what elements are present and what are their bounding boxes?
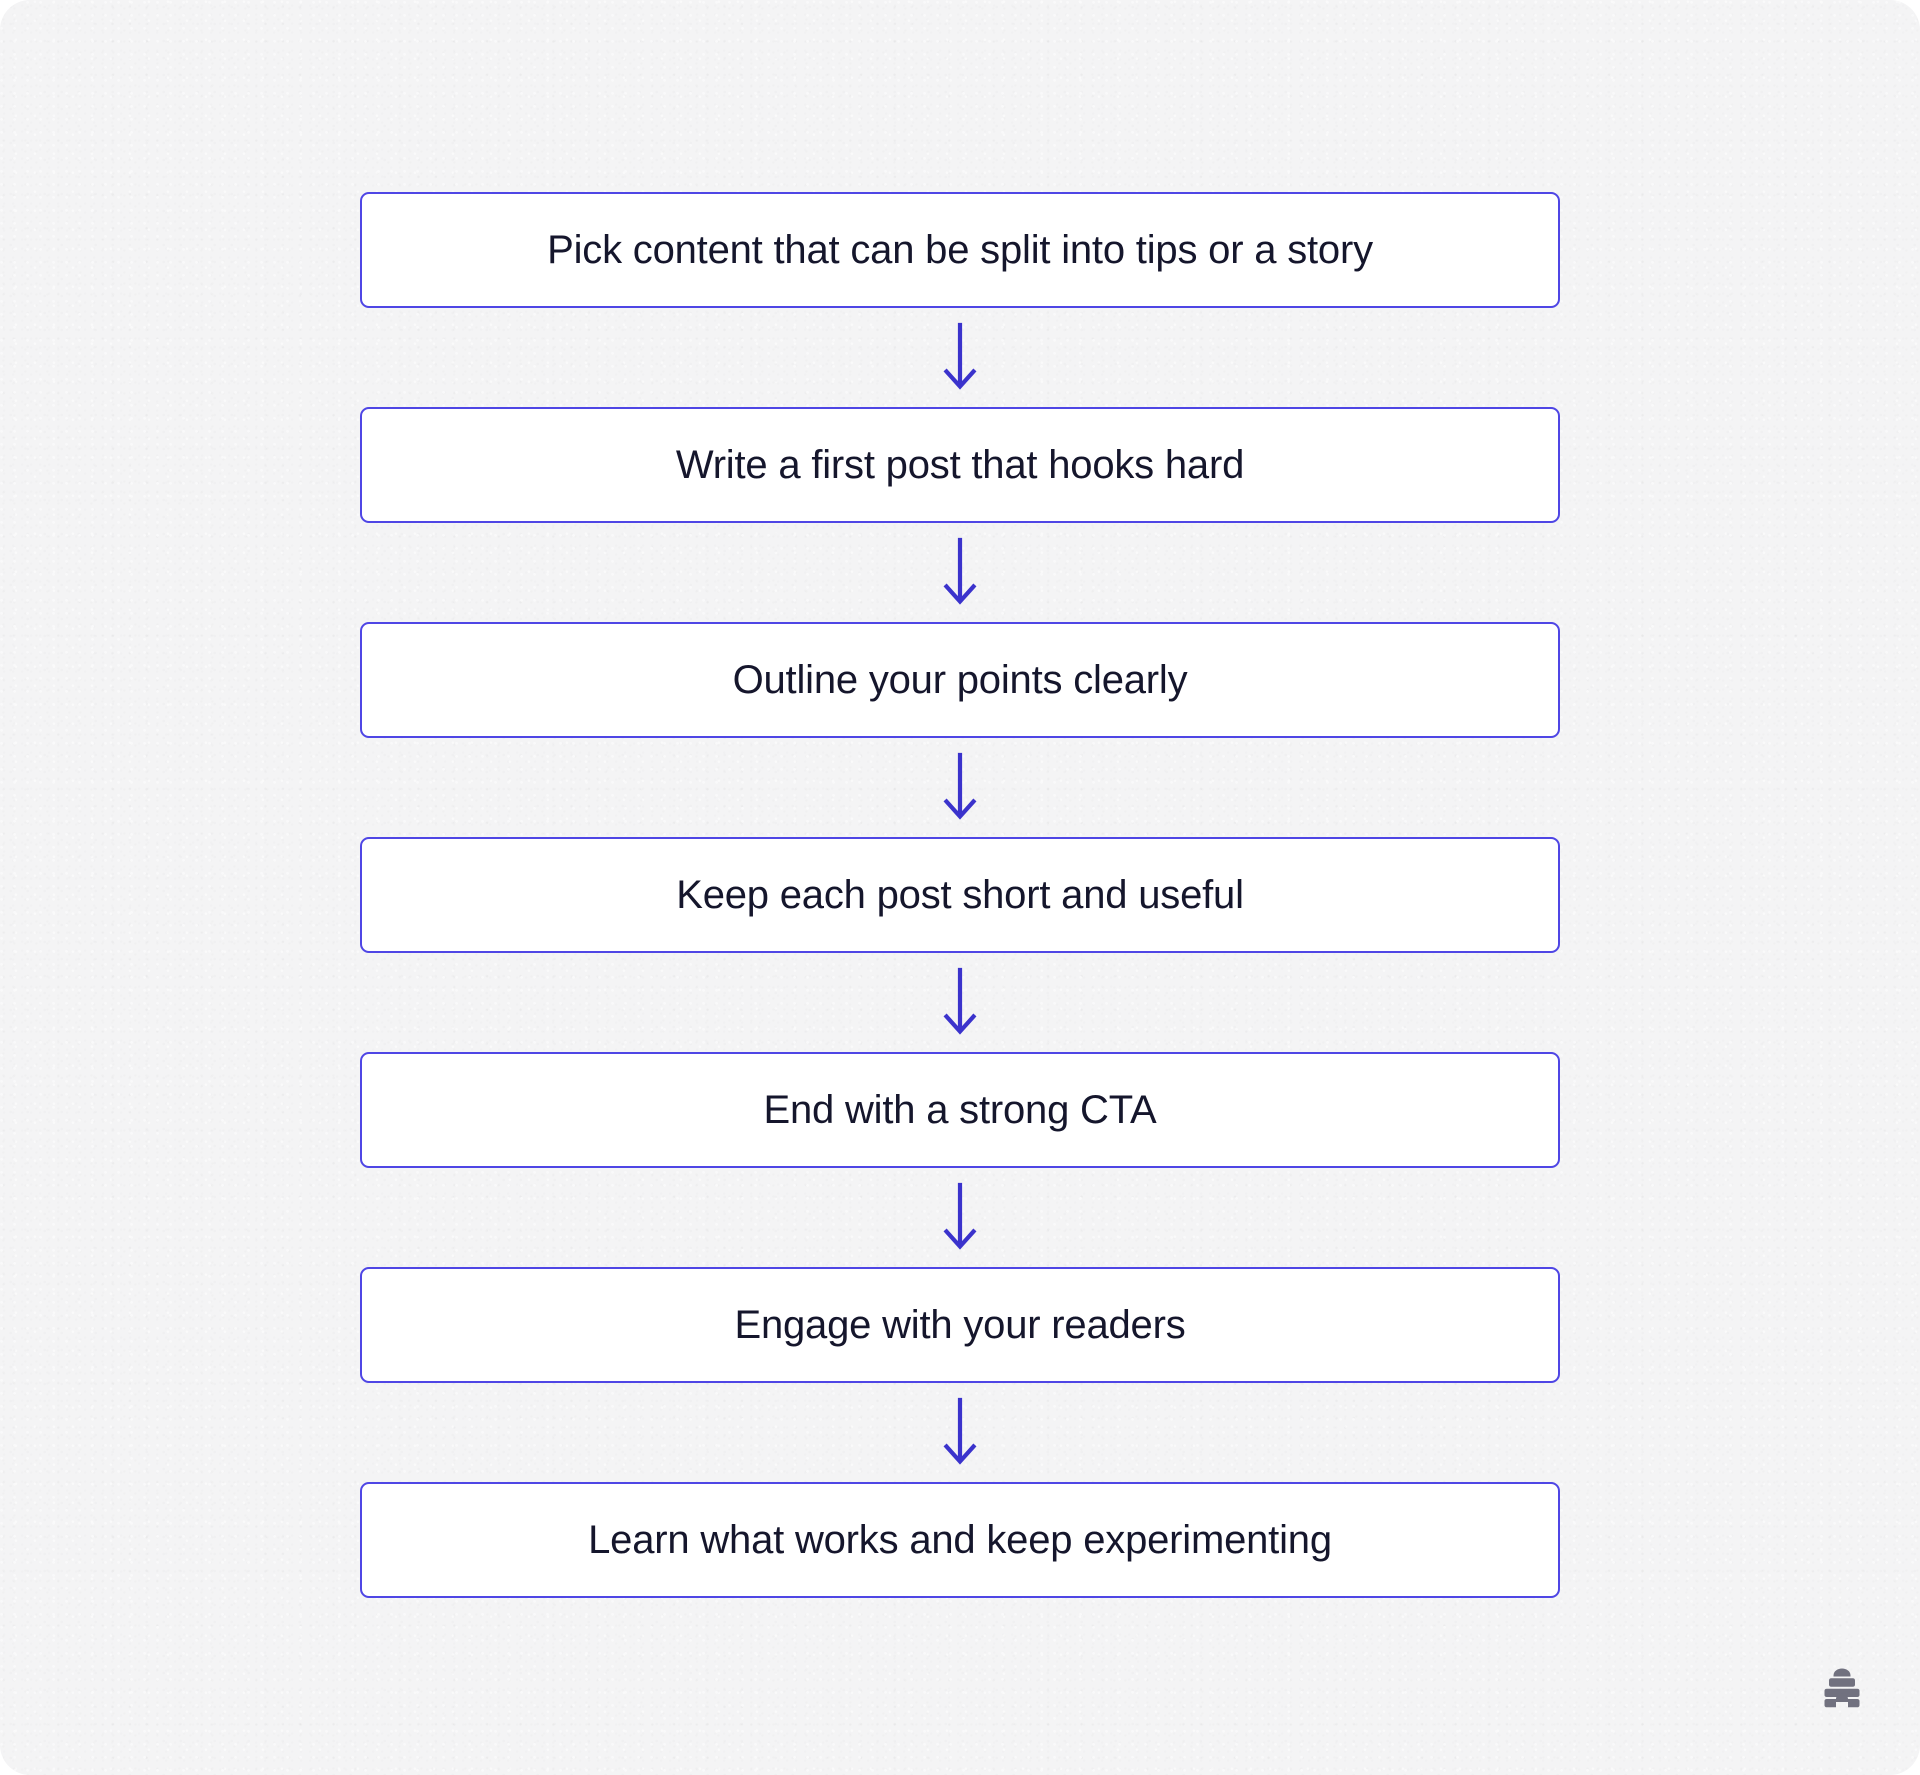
beehive-logo <box>1824 1668 1860 1708</box>
down-arrow-icon <box>943 752 977 820</box>
flow-connector-3-4 <box>360 738 1560 837</box>
flow-node-label: Pick content that can be split into tips… <box>547 228 1373 272</box>
flow-node-step-4[interactable]: Keep each post short and useful <box>360 837 1560 953</box>
down-arrow-icon <box>943 1397 977 1465</box>
flow-node-label: Write a first post that hooks hard <box>675 443 1245 487</box>
flow-node-step-6[interactable]: Engage with your readers <box>360 1267 1560 1383</box>
down-arrow-icon <box>943 322 977 390</box>
flow-node-label: Outline your points clearly <box>732 658 1188 702</box>
flow-node-step-3[interactable]: Outline your points clearly <box>360 622 1560 738</box>
flow-node-label: Keep each post short and useful <box>676 873 1244 917</box>
down-arrow-icon <box>943 537 977 605</box>
down-arrow-icon <box>943 967 977 1035</box>
flow-node-label: End with a strong CTA <box>763 1088 1157 1132</box>
flow-node-step-2[interactable]: Write a first post that hooks hard <box>360 407 1560 523</box>
flow-node-step-7[interactable]: Learn what works and keep experimenting <box>360 1482 1560 1598</box>
flow-node-label: Learn what works and keep experimenting <box>588 1518 1332 1562</box>
flow-connector-6-7 <box>360 1383 1560 1482</box>
flowchart-container: Pick content that can be split into tips… <box>360 192 1560 1598</box>
down-arrow-icon <box>943 1182 977 1250</box>
flow-node-step-1[interactable]: Pick content that can be split into tips… <box>360 192 1560 308</box>
flow-connector-2-3 <box>360 523 1560 622</box>
flow-connector-1-2 <box>360 308 1560 407</box>
flow-node-label: Engage with your readers <box>734 1303 1186 1347</box>
flow-connector-4-5 <box>360 953 1560 1052</box>
flow-node-step-5[interactable]: End with a strong CTA <box>360 1052 1560 1168</box>
flow-connector-5-6 <box>360 1168 1560 1267</box>
